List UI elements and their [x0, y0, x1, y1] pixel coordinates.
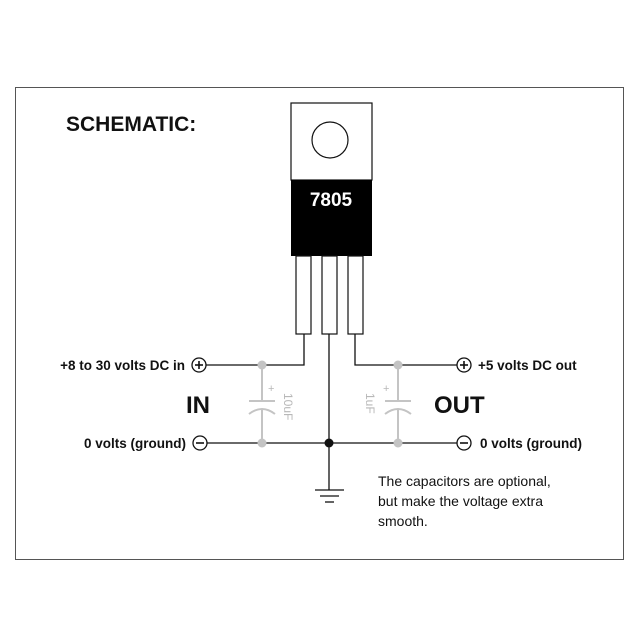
regulator-7805: 7805: [290, 102, 373, 335]
output-positive-label: +5 volts DC out: [478, 358, 577, 373]
cap-output-value: 1uF: [363, 393, 377, 414]
input-wire: [206, 334, 305, 366]
cap-output-bottom-node: [393, 438, 403, 448]
ground-symbol: [315, 489, 344, 503]
capacitor-note: The capacitors are optional, but make th…: [378, 473, 551, 529]
note-line-1: The capacitors are optional,: [378, 473, 551, 489]
pin-output: [347, 255, 364, 335]
cap-input-bottom-node: [257, 438, 267, 448]
terminal-output-ground: [456, 435, 472, 451]
output-ground-label: 0 volts (ground): [480, 436, 582, 451]
pin-input: [295, 255, 312, 335]
terminal-input-positive: [191, 357, 207, 373]
input-side-label: IN: [186, 392, 210, 419]
cap-input-top-node: [257, 360, 267, 370]
output-wire: [354, 334, 457, 366]
output-side-label: OUT: [434, 392, 485, 419]
schematic-title: SCHEMATIC:: [66, 113, 196, 136]
input-positive-label: +8 to 30 volts DC in: [60, 358, 185, 373]
wires: [206, 334, 457, 490]
terminal-input-ground: [192, 435, 208, 451]
cap-input-polarity: +: [268, 383, 274, 395]
note-line-3: smooth.: [378, 513, 428, 529]
capacitor-input: + 10uF: [248, 360, 295, 448]
chip-body: [291, 180, 372, 256]
mounting-hole: [311, 121, 349, 159]
capacitor-output: + 1uF: [363, 360, 412, 448]
terminal-output-positive: [456, 357, 472, 373]
input-ground-label: 0 volts (ground): [84, 436, 186, 451]
note-line-2: but make the voltage extra: [378, 493, 543, 509]
cap-output-polarity: +: [383, 383, 389, 395]
cap-input-value: 10uF: [281, 393, 295, 420]
cap-output-top-node: [393, 360, 403, 370]
ground-junction: [324, 438, 334, 448]
chip-part-number: 7805: [310, 190, 353, 211]
pin-ground: [321, 255, 338, 335]
